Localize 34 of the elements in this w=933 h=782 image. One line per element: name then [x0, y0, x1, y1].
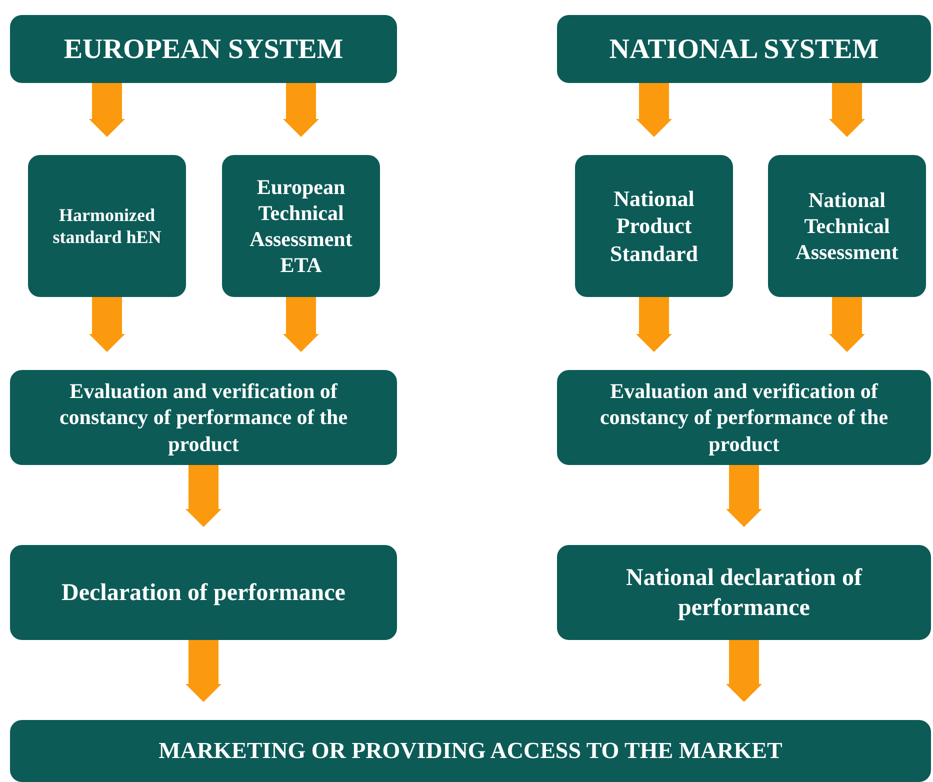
evaluation-box — [557, 370, 931, 465]
block-arrow — [829, 297, 865, 352]
box-label: National declaration of performance — [625, 564, 864, 622]
box-label: NATIONAL SYSTEM — [609, 32, 879, 66]
assessment-box — [222, 155, 380, 297]
box-label: National Product Standard — [608, 184, 700, 268]
system-header — [557, 15, 931, 83]
evaluation-box — [10, 370, 397, 465]
block-arrow — [726, 640, 762, 702]
declaration-box — [10, 545, 397, 640]
block-arrow — [283, 83, 319, 137]
standard-box — [575, 155, 733, 297]
market-box — [10, 720, 931, 782]
standard-box — [28, 155, 186, 297]
block-arrow — [283, 297, 319, 352]
box-label: Evaluation and verification of constancy of performance of the product — [58, 378, 349, 457]
block-arrow — [636, 297, 672, 352]
system-header — [10, 15, 397, 83]
block-arrow — [726, 465, 762, 527]
assessment-box — [768, 155, 926, 297]
box-label: MARKETING OR PROVIDING ACCESS TO THE MARKET — [158, 736, 782, 765]
block-arrow — [89, 297, 125, 352]
block-arrow — [829, 83, 865, 137]
box-label: Harmonized standard hEN — [52, 204, 162, 248]
box-label: EUROPEAN SYSTEM — [64, 32, 344, 66]
box-label: European Technical Assessment ETA — [248, 174, 354, 278]
box-label: Evaluation and verification of constancy of performance of the product — [598, 378, 890, 457]
block-arrow — [636, 83, 672, 137]
block-arrow — [89, 83, 125, 137]
block-arrow — [186, 640, 222, 702]
box-label: Declaration of performance — [62, 578, 346, 608]
block-arrow — [186, 465, 222, 527]
declaration-box — [557, 545, 931, 640]
box-label: National Technical Assessment — [794, 186, 900, 266]
